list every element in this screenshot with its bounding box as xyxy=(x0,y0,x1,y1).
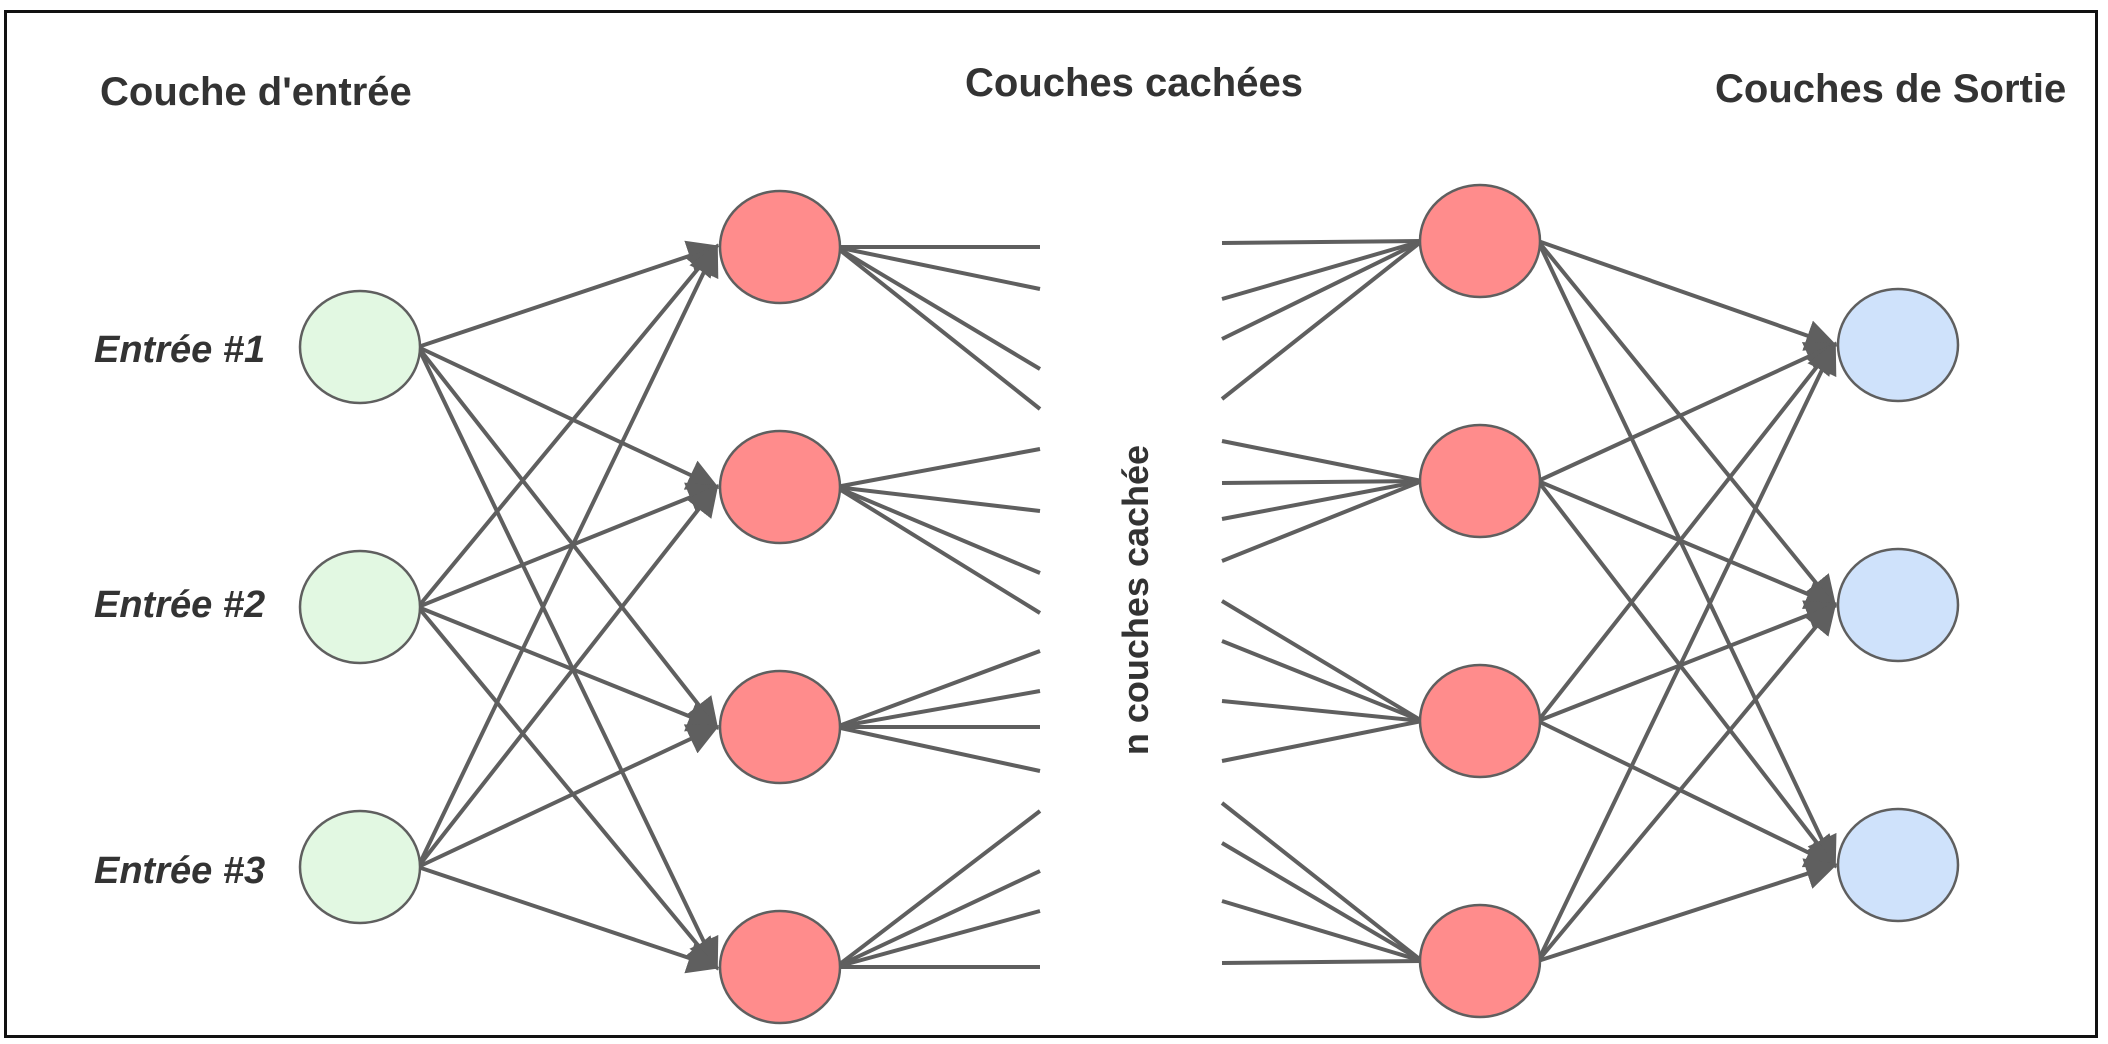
edge-input-3-to-hidden-3 xyxy=(417,724,720,869)
stub-hidden-last-4-1 xyxy=(1220,801,1424,963)
stub-hidden-first-3-4 xyxy=(835,725,1041,773)
hidden-layers-title: Couches cachées xyxy=(965,61,1303,105)
stub-hidden-first-2-4 xyxy=(834,485,1042,615)
input-label-2: Entrée #2 xyxy=(94,584,265,626)
edge-input-1-to-hidden-4 xyxy=(416,346,719,971)
stub-hidden-last-4-4 xyxy=(1221,959,1423,965)
stub-hidden-last-4-2 xyxy=(1220,841,1424,963)
edge-input-1-to-hidden-3 xyxy=(416,345,719,731)
edge-input-1-to-hidden-1 xyxy=(417,240,720,349)
output-neuron-1 xyxy=(1836,287,1960,403)
stub-hidden-first-2-3 xyxy=(835,485,1041,575)
input-neuron-1 xyxy=(298,289,422,405)
diagram-frame xyxy=(4,10,2098,1038)
edge-input-1-to-hidden-2 xyxy=(417,345,720,490)
edge-hidden-4-to-output-2 xyxy=(1536,601,1837,963)
hidden-first-neuron-3 xyxy=(718,669,842,785)
stub-hidden-last-3-2 xyxy=(1221,639,1423,723)
edge-hidden-1-to-output-1 xyxy=(1537,239,1838,351)
stub-hidden-first-4-1 xyxy=(834,809,1042,969)
hidden-last-neuron-2 xyxy=(1418,423,1542,539)
stub-hidden-last-3-1 xyxy=(1220,599,1424,723)
stub-hidden-first-4-2 xyxy=(835,869,1041,969)
hidden-first-neuron-1 xyxy=(718,189,842,305)
edge-input-3-to-hidden-4 xyxy=(417,865,720,974)
stub-hidden-first-3-2 xyxy=(835,689,1041,729)
edge-hidden-2-to-output-1 xyxy=(1537,342,1838,483)
edge-hidden-3-to-output-1 xyxy=(1536,341,1837,723)
hidden-last-neuron-3 xyxy=(1418,663,1542,779)
hidden-last-neuron-4 xyxy=(1418,903,1542,1019)
stub-hidden-last-2-1 xyxy=(1221,439,1423,483)
stub-hidden-last-2-4 xyxy=(1221,479,1423,563)
edge-hidden-1-to-output-3 xyxy=(1536,240,1837,869)
input-neuron-2 xyxy=(298,549,422,665)
edge-input-2-to-hidden-3 xyxy=(417,605,720,732)
hidden-first-neuron-2 xyxy=(718,429,842,545)
hidden-last-neuron-1 xyxy=(1418,183,1542,299)
input-label-1: Entrée #1 xyxy=(94,329,265,371)
hidden-first-neuron-4 xyxy=(718,909,842,1025)
edge-hidden-2-to-output-2 xyxy=(1537,479,1838,609)
edge-hidden-3-to-output-3 xyxy=(1537,719,1838,868)
stub-hidden-last-1-1 xyxy=(1221,239,1423,245)
stub-hidden-last-3-3 xyxy=(1221,699,1423,723)
hidden-layers-count-label: n couches cachée xyxy=(1115,445,1156,755)
edge-input-3-to-hidden-2 xyxy=(416,483,719,869)
output-neuron-3 xyxy=(1836,807,1960,923)
stub-hidden-last-2-2 xyxy=(1221,479,1423,485)
input-layer-title: Couche d'entrée xyxy=(100,70,412,114)
stub-hidden-first-1-3 xyxy=(834,245,1042,371)
neurons xyxy=(298,183,1960,1025)
stub-hidden-first-3-1 xyxy=(835,649,1041,729)
edge-hidden-4-to-output-1 xyxy=(1536,341,1837,962)
output-neuron-2 xyxy=(1836,547,1960,663)
edge-hidden-3-to-output-2 xyxy=(1537,600,1838,723)
stub-hidden-first-1-4 xyxy=(834,245,1042,411)
edge-input-2-to-hidden-2 xyxy=(417,482,720,609)
stub-hidden-first-2-2 xyxy=(835,485,1041,513)
edge-input-2-to-hidden-1 xyxy=(416,243,719,609)
edge-input-2-to-hidden-4 xyxy=(416,605,719,971)
stub-hidden-last-1-2 xyxy=(1221,239,1423,301)
output-layer-title: Couches de Sortie xyxy=(1715,67,2066,111)
edge-hidden-1-to-output-2 xyxy=(1536,239,1837,609)
stub-hidden-first-1-2 xyxy=(835,245,1041,291)
edge-hidden-4-to-output-3 xyxy=(1537,858,1838,963)
stub-hidden-last-4-3 xyxy=(1221,899,1423,963)
stub-hidden-last-1-3 xyxy=(1221,239,1423,341)
edge-hidden-2-to-output-3 xyxy=(1536,479,1837,869)
stub-hidden-last-2-3 xyxy=(1221,479,1423,521)
input-neuron-3 xyxy=(298,809,422,925)
edge-input-3-to-hidden-1 xyxy=(416,243,719,868)
stub-hidden-last-1-4 xyxy=(1220,239,1424,401)
input-label-3: Entrée #3 xyxy=(94,850,265,892)
connections xyxy=(416,239,1838,974)
stub-hidden-first-4-3 xyxy=(835,909,1041,969)
stub-hidden-first-2-1 xyxy=(835,447,1041,489)
stub-hidden-last-3-4 xyxy=(1221,719,1423,763)
